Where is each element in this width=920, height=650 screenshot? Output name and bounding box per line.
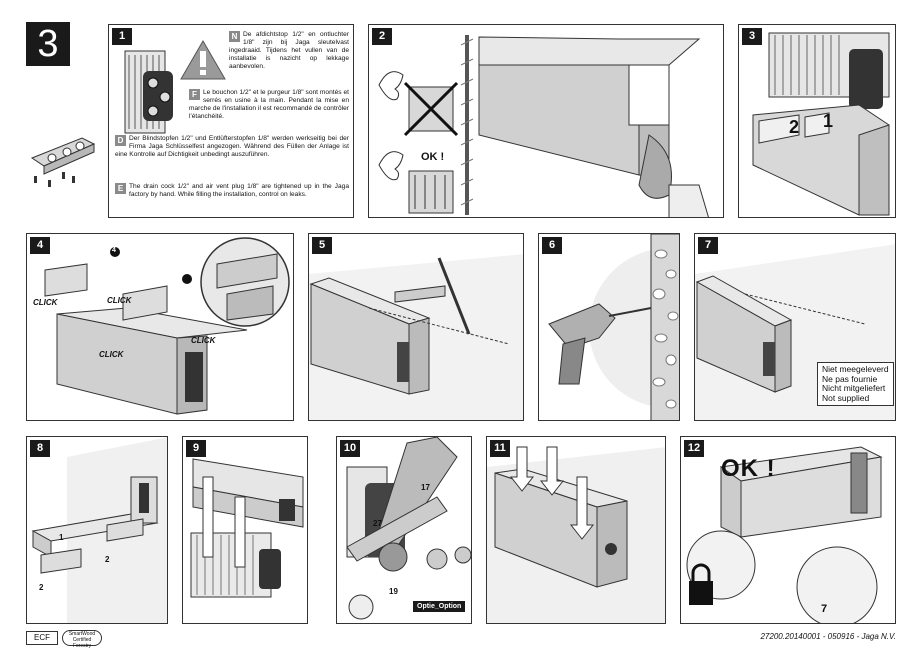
panel-number: 11 [490,440,510,457]
panel-8: 8 1 2 2 [26,436,168,624]
wrench-label-19: 19 [389,587,398,596]
screw-badge: 4 [112,247,116,254]
step-number: 3 [26,22,70,66]
warning-triangle-icon [180,40,226,80]
radiator-valve-illustration [124,50,173,134]
panel-number: 4 [30,237,50,254]
doc-code: 27200.20140001 - 050916 - Jaga N.V. [760,632,896,641]
arrow-label-2: 2 [105,555,110,564]
panel-7: 7 Niet meegeleverd Ne pas fournie Nicht … [694,233,896,421]
panel-6-illustration [548,234,679,420]
panel-12-illustration [686,446,883,623]
panel-4-illustration [44,237,290,415]
wrench-label-17: 17 [421,483,430,492]
screw-label: 7 [821,603,828,615]
click-label: CLICK [33,298,58,307]
arrow-label-2: 2 [39,583,44,592]
smartwood-logo: SmartWood Certified Forestry [62,630,102,649]
arrow-label-1: 1 [823,111,834,131]
panel-12: 12 OK ! 7 [680,436,896,624]
ok-label: OK ! [721,455,776,482]
panel-number: 8 [30,440,50,457]
panel-8-illustration [31,437,167,623]
panel-9-illustration [190,458,304,598]
panel-5: 5 [308,233,524,421]
click-label: CLICK [191,336,216,345]
panel-2-illustration [378,35,709,217]
panel-4: 4 CLICK CLICK CLICK CLICK 4 [26,233,294,421]
panel-2: 2 OK ! [368,24,724,218]
panel-3: 3 2 1 [738,24,896,218]
lang-badge-fr: F [189,89,200,100]
click-label: CLICK [107,296,132,305]
panel-9: 9 [182,436,308,624]
ecf-logo: ECF [26,631,58,645]
panel-11-illustration [487,446,665,623]
lang-badge-en: E [115,183,126,194]
panel-11: 11 [486,436,666,624]
panel-number: 10 [340,440,360,457]
panel-number: 3 [742,28,762,45]
panel-6: 6 [538,233,680,421]
ok-label: OK ! [421,151,445,163]
panel-5-illustration [309,254,523,420]
bracket-illustration [30,137,96,187]
lang-badge-nl: N [229,31,240,42]
click-label: CLICK [99,350,124,359]
panel-number: 6 [542,237,562,254]
arrow-label-2: 2 [789,117,800,137]
panel-10-illustration [346,437,471,620]
option-label: Optie_Option [413,601,466,612]
wrench-label-27: 27 [373,519,382,528]
panel-number: 5 [312,237,332,254]
not-supplied-note: Niet meegeleverd Ne pas fournie Nicht mi… [817,362,894,406]
panel-number: 2 [372,28,392,45]
panel-10: 10 17 27 19 Optie_Option [336,436,472,624]
panel-number: 12 [684,440,704,457]
lang-badge-de: D [115,135,126,146]
panel-3-illustration [752,32,890,216]
panel-number: 7 [698,237,718,254]
panel-number: 1 [112,28,132,45]
panel-number: 9 [186,440,206,457]
arrow-label-1: 1 [59,533,64,542]
